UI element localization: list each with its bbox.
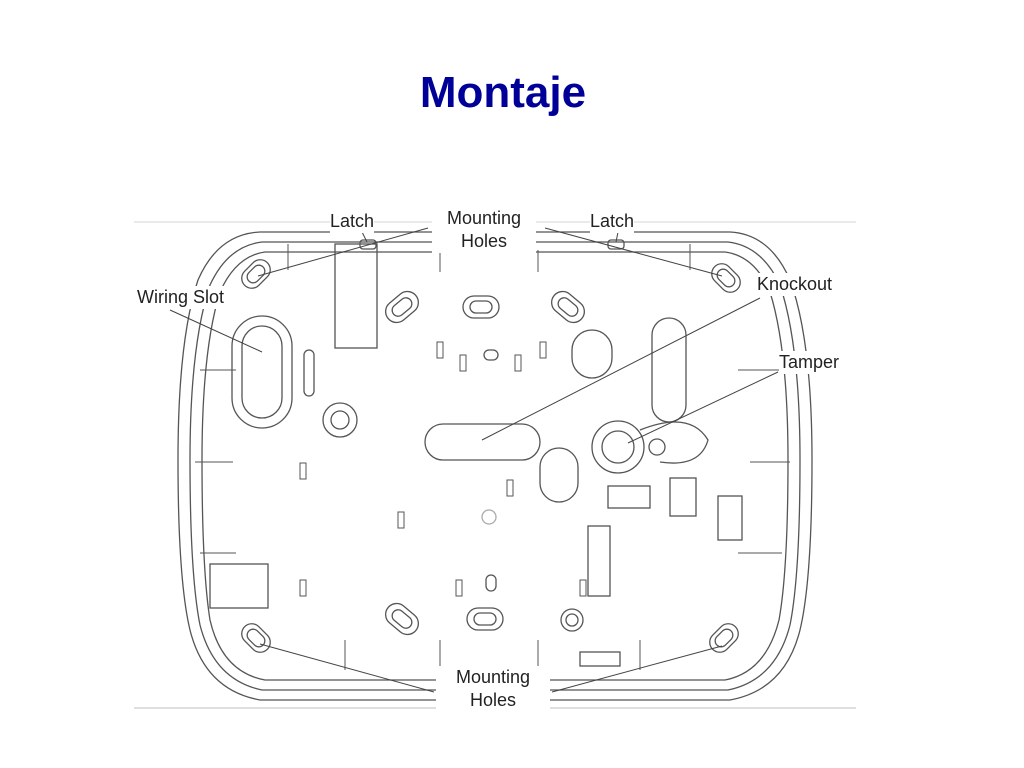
label-line: Mounting: [446, 208, 522, 228]
label-line: Holes: [469, 690, 517, 710]
backplate-outline: [177, 231, 813, 701]
slide-title: Montaje: [419, 68, 587, 117]
label-latch-right: Latch: [590, 210, 635, 233]
mounting-hole-corner: [241, 623, 271, 653]
label-mounting-holes-top: Mounting Holes: [432, 207, 536, 253]
label-mounting-holes-bottom: Mounting Holes: [436, 666, 550, 712]
tamper: [591, 420, 645, 474]
label-line: Holes: [460, 231, 508, 251]
mounting-hole-corner: [241, 259, 271, 289]
mounting-hole-corner: [709, 623, 739, 653]
label-latch-left: Latch: [330, 210, 375, 233]
wiring-slot: [231, 315, 293, 429]
label-line: Mounting: [455, 667, 531, 687]
label-wiring-slot: Wiring Slot: [137, 286, 225, 309]
label-knockout: Knockout: [757, 273, 833, 296]
label-tamper: Tamper: [779, 351, 840, 374]
latch-left: [359, 239, 377, 250]
mounting-hole-corner: [711, 263, 741, 293]
knockout: [424, 423, 541, 461]
leader-lines: [169, 227, 779, 693]
